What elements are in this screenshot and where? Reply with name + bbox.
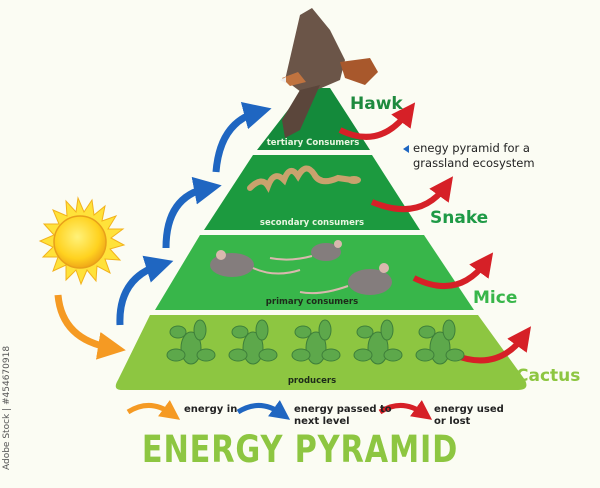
energy-lost-arrow-icon [370,176,454,213]
tier-label-primary: primary consumers [265,297,359,307]
label-hawk: Hawk [350,94,403,114]
legend-line: next level [294,416,350,427]
legend-line: energy passed to [294,404,392,415]
legend-line: energy used [434,404,504,415]
stock-watermark: Adobe Stock | #454670918 [2,345,12,470]
energy-in-arrow-icon [54,294,126,360]
energy-passed-arrow-icon [212,102,272,173]
tier-secondary-consumers [204,155,420,230]
label-cactus: Cactus [516,366,581,386]
note-line-2: grassland ecosystem [413,156,535,170]
legend-energy-passed-label: energy passed to next level [294,404,392,428]
legend-energy-in-icon [126,400,181,420]
cactus-icon [228,319,278,365]
snake-icon [247,165,361,193]
legend-line: or lost [434,416,471,427]
note-line-1: enegy pyramid for a [413,141,530,155]
cactus-icon [291,319,341,365]
energy-lost-arrow-icon [412,252,494,289]
label-snake: Snake [430,208,489,228]
tier-label-tertiary: tertiary Consumers [266,138,360,148]
sun-icon [38,196,126,286]
legend-energy-passed-icon [236,400,291,420]
energy-passed-arrow-icon [162,176,222,249]
cactus-icon [166,319,216,365]
cactus-icon [415,319,465,365]
tier-label-producers: producers [287,376,337,386]
legend-energy-in-label: energy in [184,404,238,415]
hawk-icon [280,8,378,138]
legend-energy-lost-label: energy used or lost [434,404,504,428]
energy-lost-arrow-icon [338,102,416,140]
energy-passed-arrow-icon [116,255,174,326]
cactus-icons [166,319,465,365]
note-marker-icon [403,145,409,153]
cactus-icon [353,319,403,365]
legend-energy-lost-icon [378,400,433,420]
mouse-icon [210,250,301,277]
mouse-icon [299,263,392,295]
tier-label-secondary: secondary consumers [259,218,365,228]
mouse-icon [269,240,342,261]
diagram-note: enegy pyramid for a grassland ecosystem [413,141,535,171]
label-mice: Mice [473,288,518,308]
page-title: ENERGY PYRAMID [141,428,459,471]
